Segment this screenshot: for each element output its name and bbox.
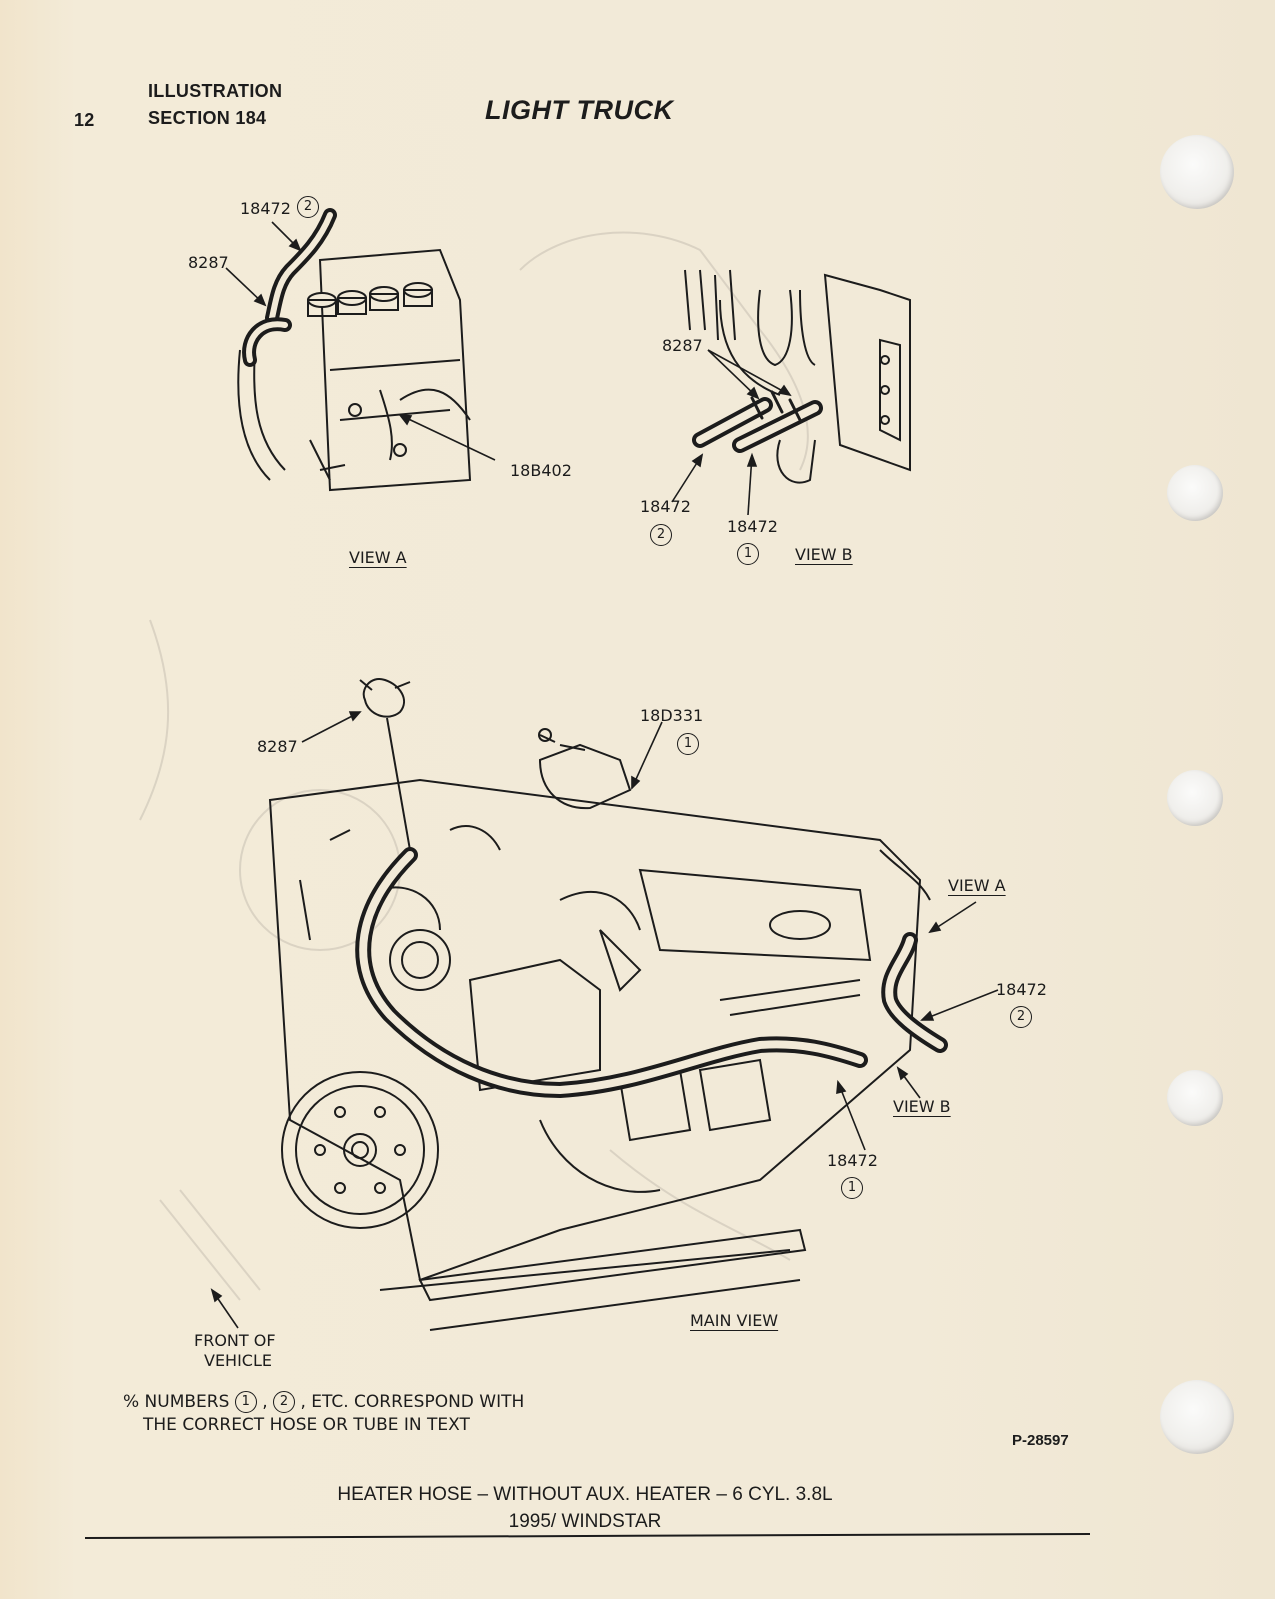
page-title: LIGHT TRUCK xyxy=(485,95,674,125)
view-a-label: VIEW A xyxy=(349,548,407,567)
view-b-hose-left-callout: 18472 xyxy=(640,497,691,516)
view-a-leaders xyxy=(225,221,496,461)
footer-rule xyxy=(84,1533,1091,1539)
view-b-leaders xyxy=(671,349,792,516)
main-view-label: MAIN VIEW xyxy=(690,1311,779,1330)
view-b-label: VIEW B xyxy=(795,545,853,564)
main-hose-right-callout: 18472 xyxy=(996,980,1047,999)
view-a-hose xyxy=(242,208,337,367)
view-a-caps xyxy=(307,282,433,317)
main-hose-bottom-circle: 1 xyxy=(841,1177,863,1199)
view-b-hose-right-callout: 18472 xyxy=(727,517,778,536)
page-number: 12 xyxy=(74,110,95,130)
main-bracket-circle: 1 xyxy=(677,733,699,755)
binder-hole-5 xyxy=(1160,1380,1234,1454)
note-line1-suffix: , ETC. CORRESPOND WITH xyxy=(300,1392,525,1412)
main-view-b-ref: VIEW B xyxy=(893,1097,951,1116)
main-view-a-ref: VIEW A xyxy=(948,876,1006,895)
front-of-vehicle-line2: VEHICLE xyxy=(204,1351,272,1370)
view-b-hose-right-circle: 1 xyxy=(737,543,759,565)
note-circle-2: 2 xyxy=(273,1391,296,1413)
figure-id: P-28597 xyxy=(1012,1432,1069,1449)
view-a-clamp-callout: 8287 xyxy=(188,253,229,272)
view-a-hose-circle: 2 xyxy=(297,196,319,218)
main-bracket-callout: 18D331 xyxy=(640,706,704,725)
binder-hole-3 xyxy=(1167,770,1223,826)
main-clamp-and-bracket xyxy=(359,678,632,851)
note-prefix: % NUMBERS xyxy=(123,1392,230,1412)
front-of-vehicle-line1: FRONT OF xyxy=(194,1331,276,1350)
binder-hole-4 xyxy=(1167,1070,1223,1126)
illustration-label: ILLUSTRATION xyxy=(148,81,283,101)
main-hose-bottom-callout: 18472 xyxy=(827,1151,878,1170)
numbering-note: % NUMBERS 1 , 2 , ETC. CORRESPOND WITH T… xyxy=(123,1391,525,1435)
view-b-hose-left-circle: 2 xyxy=(650,524,672,546)
model-label: 1995/ WINDSTAR xyxy=(508,1511,662,1532)
main-leaders xyxy=(210,711,999,1329)
view-a-hose-callout: 18472 xyxy=(240,199,291,218)
note-circle-1: 1 xyxy=(234,1391,257,1413)
view-b-drawing xyxy=(684,269,911,484)
view-b-clamp-callout: 8287 xyxy=(662,336,703,355)
view-b-hoses xyxy=(692,390,823,453)
main-clamp-callout: 8287 xyxy=(257,737,298,756)
view-a-drawing xyxy=(237,248,472,492)
section-label: SECTION 184 xyxy=(148,108,267,128)
binder-hole-1 xyxy=(1160,135,1234,209)
main-engine-drawing xyxy=(268,778,931,1331)
main-hose-right-circle: 2 xyxy=(1010,1006,1032,1028)
view-a-tube-callout: 18B402 xyxy=(510,461,572,480)
main-hose xyxy=(355,847,948,1099)
figure-caption: HEATER HOSE – WITHOUT AUX. HEATER – 6 CY… xyxy=(337,1484,833,1505)
bleed-through-ghost xyxy=(139,231,809,1301)
note-line2: THE CORRECT HOSE OR TUBE IN TEXT xyxy=(143,1415,470,1435)
binder-hole-2 xyxy=(1167,465,1223,521)
